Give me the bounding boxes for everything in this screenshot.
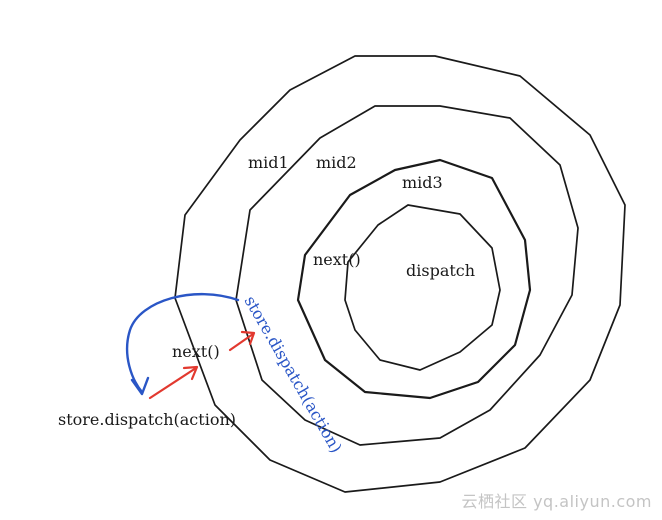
label-mid1: mid1 — [248, 153, 289, 172]
ring-mid3 — [296, 158, 532, 400]
label-next-outer: next() — [172, 342, 220, 361]
red-arrow-1 — [148, 366, 198, 400]
watermark-text: 云栖社区 yq.aliyun.com — [461, 492, 652, 511]
red-arrow-2 — [228, 332, 255, 352]
red-arrowhead-1 — [182, 365, 199, 381]
label-next-inner: next() — [313, 250, 361, 269]
label-mid3: mid3 — [402, 173, 443, 192]
label-dispatch: dispatch — [406, 261, 475, 280]
blue-arrowhead — [130, 376, 150, 396]
core-dispatch — [344, 204, 501, 371]
label-mid2: mid2 — [316, 153, 357, 172]
blue-curved-arrow — [125, 292, 240, 394]
ring-mid1 — [174, 55, 626, 493]
label-dispatch-blue: store.dispatch(action) — [241, 293, 346, 457]
ring-mid2 — [235, 105, 579, 446]
label-dispatch-bottom: store.dispatch(action) — [58, 410, 236, 429]
red-arrowhead-2 — [240, 330, 256, 346]
